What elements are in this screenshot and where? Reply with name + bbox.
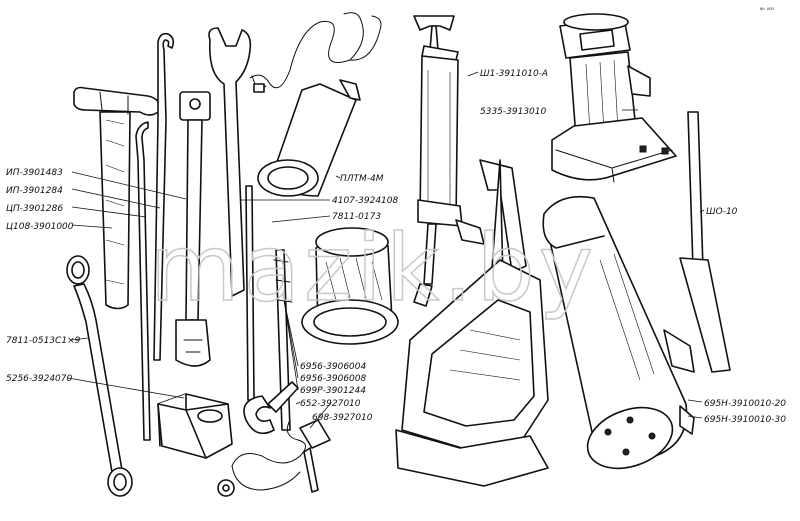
- label-ip-3901483: ИП-3901483: [6, 168, 63, 178]
- tire-pump-illustration: [249, 12, 382, 197]
- air-filter-illustration: [301, 227, 399, 345]
- label-5335-3913010: 5335-3913010: [480, 107, 547, 117]
- label-652-3927010: 652-3927010: [300, 399, 361, 409]
- label-7811-0173: 7811-0173: [332, 212, 381, 222]
- label-695n-3910010-30: 695Н-3910010-30: [704, 415, 786, 425]
- hydraulic-cylinder-illustration: [542, 195, 695, 470]
- label-pltm-4m: ПЛТМ-4М: [340, 174, 384, 184]
- leader-lines: [67, 71, 705, 429]
- double-box-wrench-illustration: [66, 255, 133, 497]
- bottle-jack-illustration: [551, 13, 677, 183]
- hammer-illustration: [73, 86, 161, 310]
- hose-coupling-illustration: [217, 419, 331, 497]
- long-hose-rod-illustration: [245, 185, 293, 431]
- corner-mark: ⁸ʰ ⁰⁰⁰: [760, 7, 775, 14]
- watermark: mazik.by: [150, 215, 597, 322]
- long-lever-bar-illustration: [679, 111, 731, 373]
- label-tsp-3901286: ЦП-3901286: [6, 204, 63, 214]
- crank-bracket-illustration: [395, 159, 549, 487]
- label-695n-3910010-20: 695Н-3910010-20: [704, 399, 786, 409]
- label-sh1-3911010-a: Ш1-3911010-А: [480, 69, 548, 79]
- label-ts108-3901000: Ц108-3901000: [6, 222, 74, 232]
- open-end-wrench-illustration: [208, 27, 252, 297]
- label-6956-3906008: 6956-3906008: [300, 374, 367, 384]
- label-sho-10: ШО-10: [706, 207, 738, 217]
- hex-socket-illustration: [157, 393, 233, 459]
- label-7811-0513c1x9: 7811-0513С1×9: [6, 336, 81, 346]
- label-699r-3901244: 699Р-3901244: [300, 386, 366, 396]
- label-6956-3906004: 6956-3906004: [300, 362, 367, 372]
- grease-gun-illustration: [413, 15, 485, 307]
- label-698-3927010: 698-3927010: [312, 413, 373, 423]
- label-4107-3924108: 4107-3924108: [332, 196, 399, 206]
- part-labels: ИП-3901483 ИП-3901284 ЦП-3901286 Ц108-39…: [6, 69, 786, 425]
- label-ip-3901284: ИП-3901284: [6, 186, 63, 196]
- hook-rod-illustration: [135, 32, 175, 441]
- socket-wrench-illustration: [175, 91, 211, 367]
- label-5256-3924070: 5256-3924070: [6, 374, 73, 384]
